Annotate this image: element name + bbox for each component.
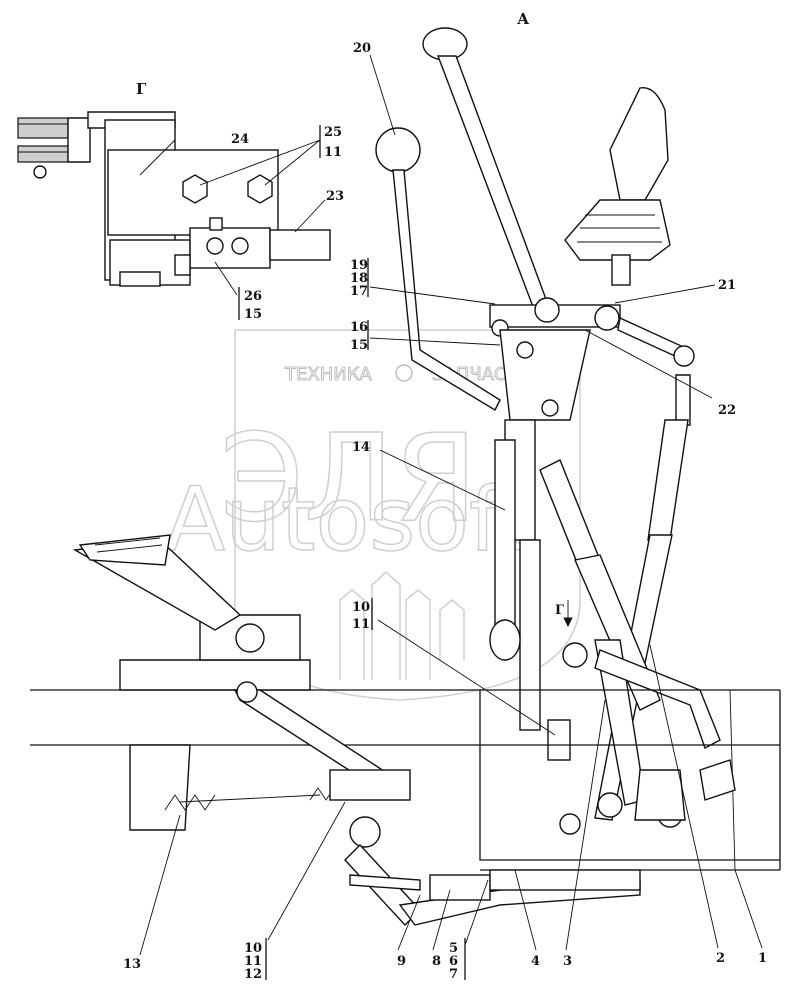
view-g-label: Г xyxy=(136,80,147,98)
labels: А Г Г 20 24 25 11 23 26 15 19 18 17 16 1… xyxy=(123,10,767,982)
joystick-boot xyxy=(564,199,671,261)
callout-20: 20 xyxy=(353,41,371,56)
callout-11-bottom: 11 xyxy=(244,954,262,969)
callout-18: 18 xyxy=(350,271,368,286)
watermark-emblem-letters: ЭЛЯ xyxy=(220,410,477,549)
watermark-line1-left: ТЕХНИКА xyxy=(284,364,372,385)
callout-4: 4 xyxy=(531,954,540,969)
callout-17: 17 xyxy=(350,284,368,299)
section-arrow-label: Г xyxy=(555,603,564,618)
callout-9: 9 xyxy=(397,954,406,969)
callout-26: 26 xyxy=(244,289,262,304)
lever-knob-20 xyxy=(375,127,421,173)
leader-lines xyxy=(139,54,763,956)
callout-23: 23 xyxy=(326,189,344,204)
callout-11-mid: 11 xyxy=(352,617,370,632)
callout-10: 10 xyxy=(244,941,262,956)
inset-view-g xyxy=(17,111,331,287)
chassis xyxy=(30,534,781,927)
callout-11: 11 xyxy=(324,145,342,160)
pedal-pad xyxy=(78,534,171,566)
callout-8: 8 xyxy=(432,954,441,969)
callout-10-mid: 10 xyxy=(352,600,370,615)
linkage xyxy=(489,297,721,821)
watermark-background-text: Autosoft xyxy=(165,468,533,571)
callout-19: 19 xyxy=(350,258,368,273)
callout-1: 1 xyxy=(758,951,767,966)
callout-14: 14 xyxy=(352,440,370,455)
levers xyxy=(375,27,671,411)
callout-6: 6 xyxy=(449,954,458,969)
callout-21: 21 xyxy=(718,278,736,293)
callout-15-inset: 15 xyxy=(244,307,262,322)
callout-5: 5 xyxy=(449,941,458,956)
callout-24: 24 xyxy=(231,132,249,147)
callout-2: 2 xyxy=(716,951,725,966)
view-a-label: А xyxy=(517,10,530,28)
gear-icon xyxy=(395,364,413,382)
callout-25: 25 xyxy=(324,125,342,140)
callout-3: 3 xyxy=(563,954,572,969)
callout-16: 16 xyxy=(350,320,368,335)
callout-12: 12 xyxy=(244,967,262,982)
callout-22: 22 xyxy=(718,403,736,418)
callout-13: 13 xyxy=(123,957,141,972)
callout-7: 7 xyxy=(449,967,458,982)
lever-knob-a xyxy=(422,27,468,61)
joystick-grip xyxy=(609,86,669,201)
callout-15: 15 xyxy=(350,338,368,353)
